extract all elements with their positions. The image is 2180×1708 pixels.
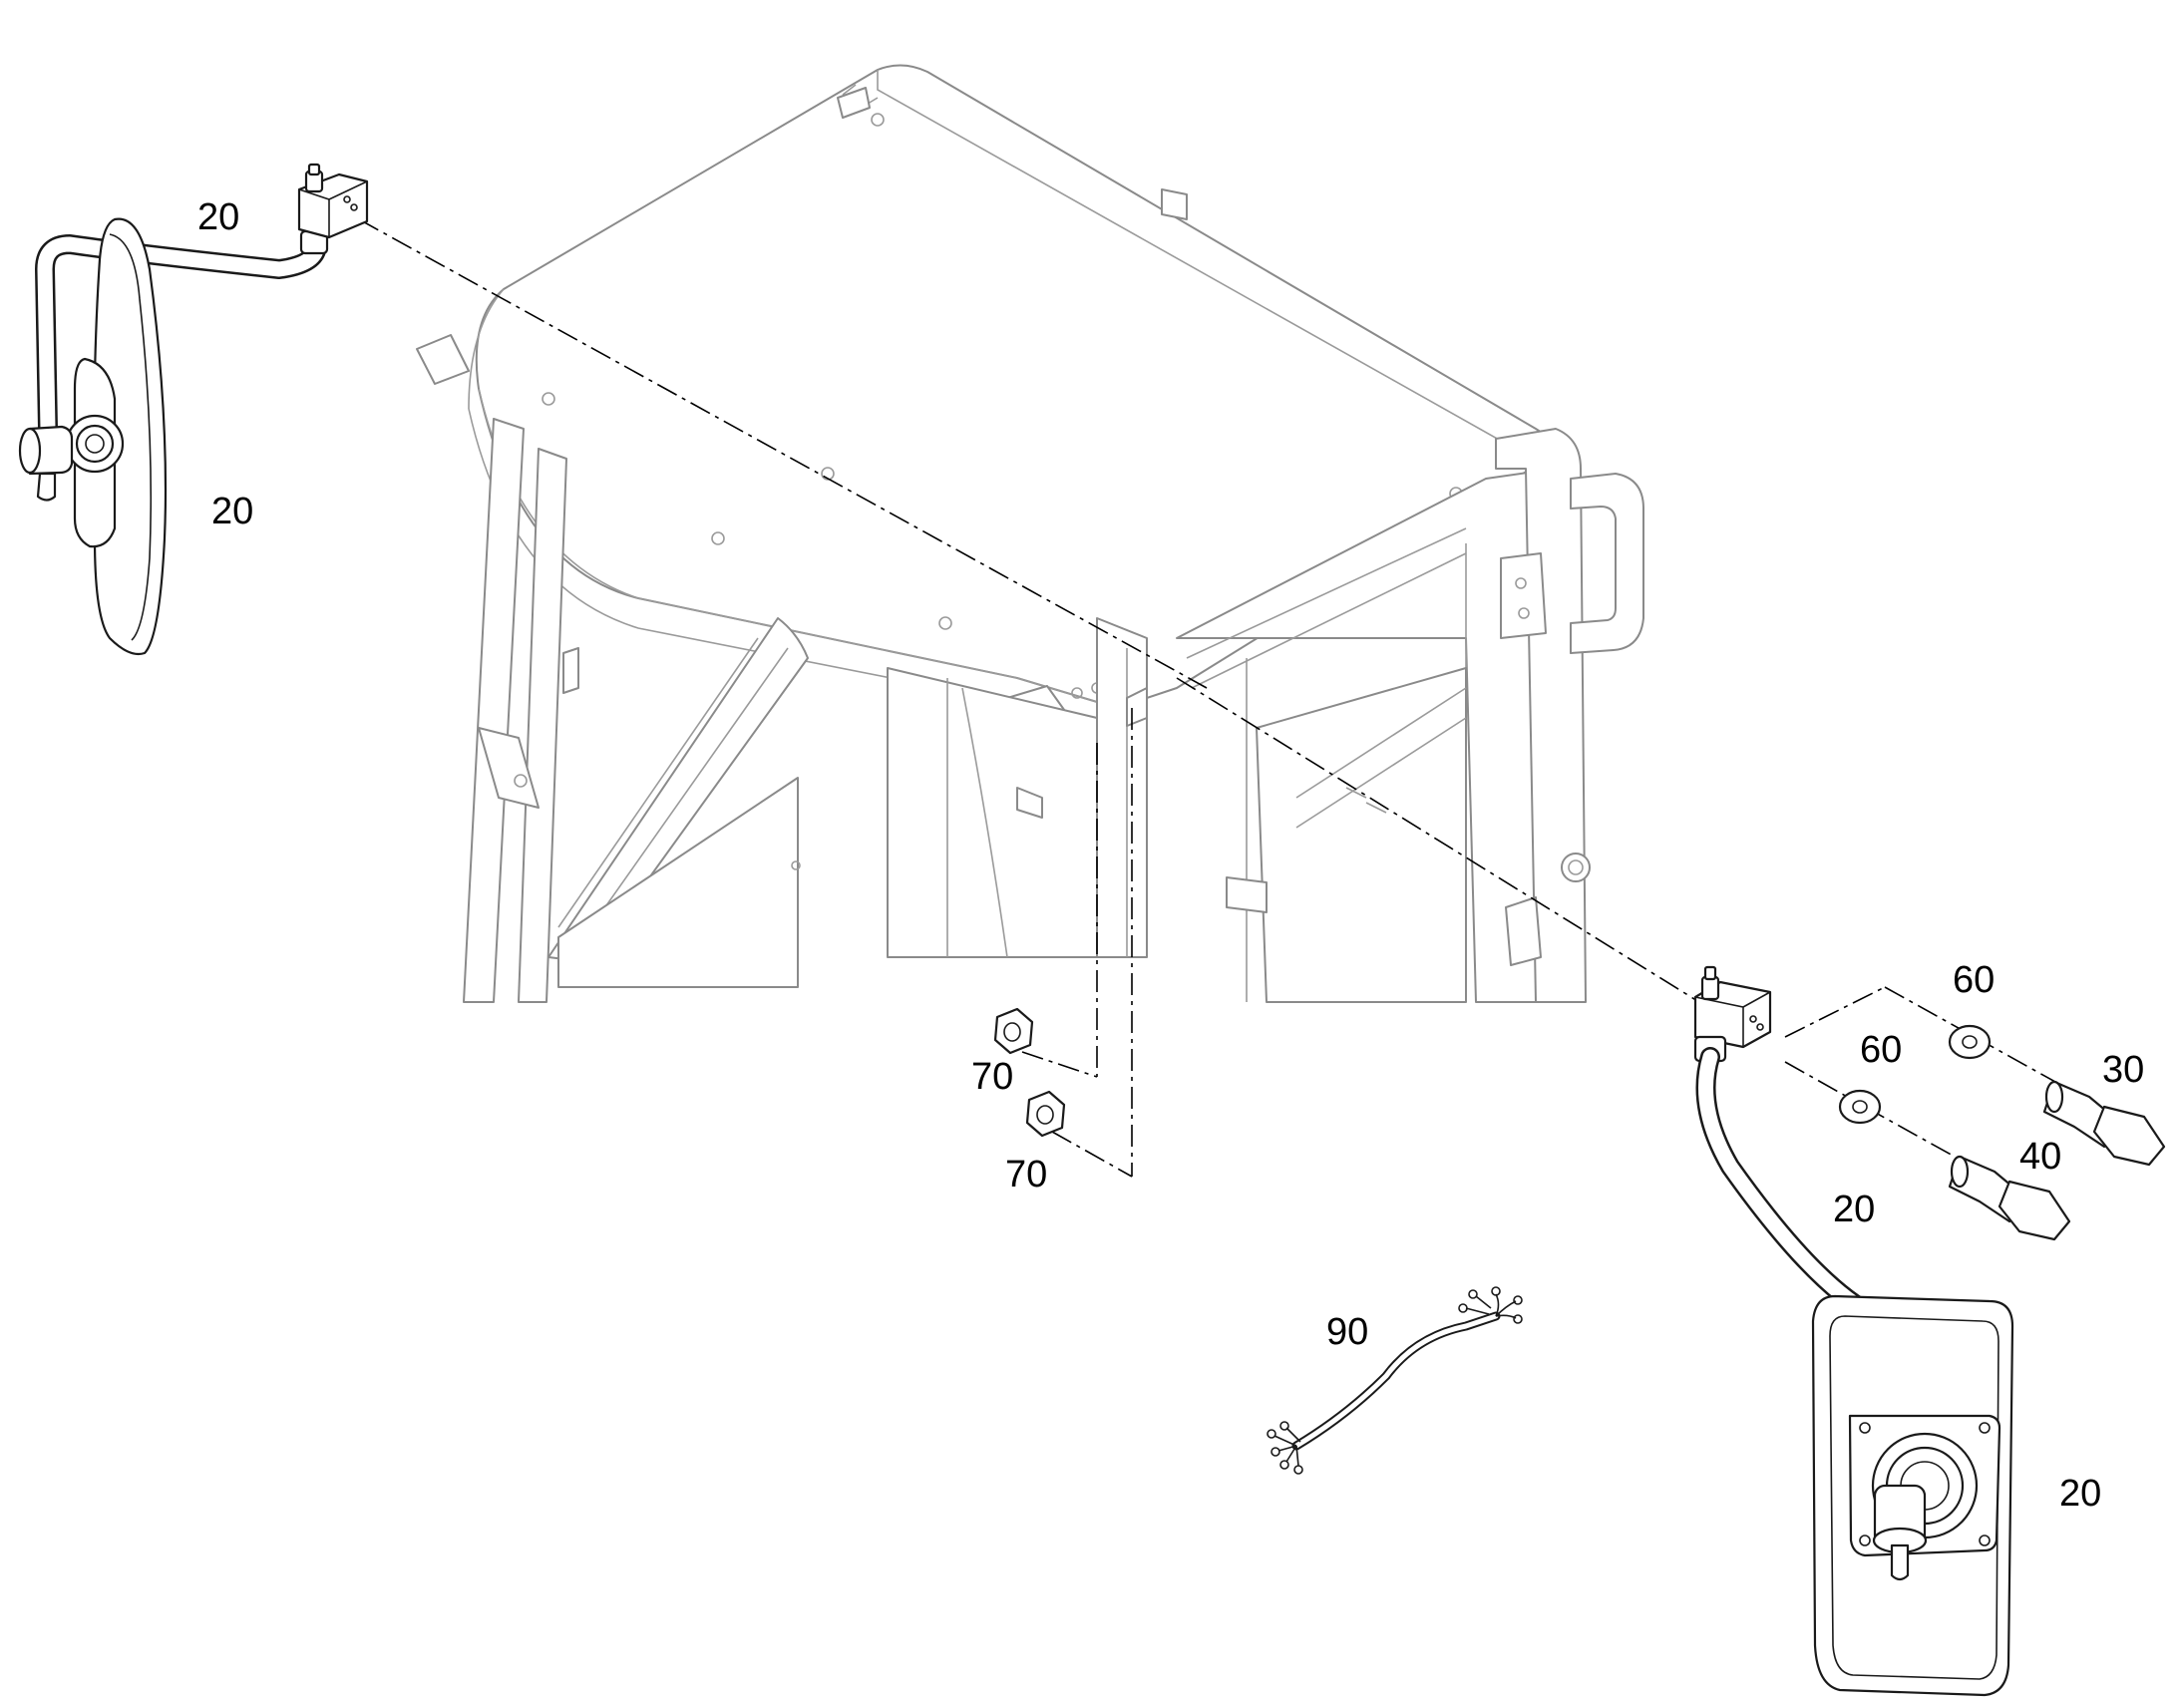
- washer-lower: [1838, 1089, 1882, 1125]
- callout-washer-upper: 60: [1953, 959, 1995, 1001]
- callout-mirror-left-glass: 20: [211, 491, 253, 532]
- callout-bolt-long: 30: [2102, 1049, 2144, 1091]
- cable-harness: [1267, 1286, 1523, 1475]
- bolt-long: [2042, 1080, 2166, 1167]
- callout-labels: 20 20 70 70 60 60 30 40 20 90 20: [197, 196, 2144, 1515]
- callout-cable-harness: 90: [1326, 1311, 1368, 1353]
- callout-mirror-right-glass: 20: [2059, 1473, 2101, 1515]
- cab-frame: [416, 64, 1644, 1003]
- callout-mirror-right-arm: 20: [1833, 1189, 1875, 1230]
- callout-washer-lower: 60: [1860, 1029, 1902, 1071]
- callout-mirror-left-arm: 20: [197, 196, 239, 238]
- nut-upper: [993, 1007, 1034, 1055]
- callout-nut-upper: 70: [971, 1056, 1013, 1098]
- nut-lower: [1025, 1090, 1066, 1138]
- left-mirror: [18, 163, 369, 656]
- right-mirror: [1693, 965, 2014, 1697]
- leader-lines: [358, 218, 2065, 1178]
- bolt-short: [1948, 1155, 2071, 1241]
- washer-upper: [1948, 1024, 1992, 1060]
- callout-nut-lower: 70: [1005, 1154, 1047, 1196]
- callout-bolt-short: 40: [2019, 1136, 2061, 1178]
